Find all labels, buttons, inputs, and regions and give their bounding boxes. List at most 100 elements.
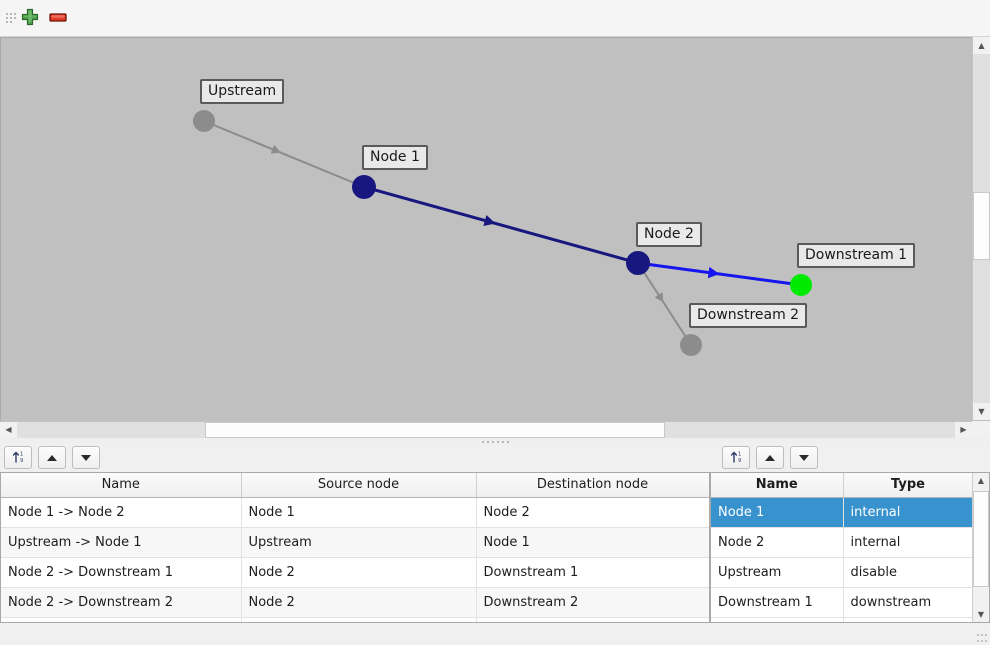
scroll-down-button[interactable]: ▼: [973, 403, 990, 420]
graph-node-downstream2[interactable]: [680, 334, 702, 356]
graph-edge-node2-downstream2[interactable]: [637, 262, 692, 346]
edges-cell-0[interactable]: Node 2 -> Downstream 2: [1, 587, 242, 618]
edges-cell-2[interactable]: Downstream 1: [476, 557, 709, 588]
triangle-up-icon: [765, 454, 775, 461]
splitter-grip-icon: [481, 440, 509, 443]
edges-table-blank-row: [1, 617, 709, 622]
add-button[interactable]: [16, 4, 44, 32]
nodes-cell-1[interactable]: disable: [843, 557, 974, 588]
hscroll-track-left[interactable]: [17, 422, 205, 438]
main-toolbar: [0, 0, 990, 37]
nodes-cell-0[interactable]: Node 1: [711, 497, 844, 528]
edges-header-col-2[interactable]: Destination node: [476, 473, 709, 498]
nodes-header-col-0[interactable]: Name: [711, 473, 844, 498]
canvas-vertical-scrollbar[interactable]: ▲ ▼: [972, 37, 990, 420]
nodes-cell-1[interactable]: internal: [843, 527, 974, 558]
edge-arrowhead-upstream-node1: [270, 144, 281, 154]
hscroll-thumb[interactable]: [205, 422, 665, 438]
nodes-vertical-scrollbar[interactable]: ▲ ▼: [972, 473, 989, 622]
nodes-cell-0[interactable]: Upstream: [711, 557, 844, 588]
nodes-panel-toolbar: 1 9: [710, 443, 990, 472]
edges-cell-2[interactable]: Node 2: [476, 497, 709, 528]
scroll-right-button[interactable]: ▶: [955, 422, 972, 438]
nodes-sort-button[interactable]: 1 9: [722, 446, 750, 469]
graph-node-upstream[interactable]: [193, 110, 215, 132]
horizontal-splitter[interactable]: [0, 438, 990, 445]
node-label-upstream[interactable]: Upstream: [200, 79, 285, 104]
edges-cell-1[interactable]: Node 1: [241, 497, 477, 528]
nodes-scroll-down-button[interactable]: ▼: [973, 607, 989, 622]
node-label-downstream2[interactable]: Downstream 2: [689, 303, 808, 328]
edges-blank-cell-0: [1, 617, 242, 622]
graph-svg: [193, 110, 812, 356]
edges-header-col-0[interactable]: Name: [1, 473, 242, 498]
svg-text:9: 9: [738, 458, 741, 464]
chevron-up-icon: ▲: [977, 475, 985, 485]
edges-cell-0[interactable]: Upstream -> Node 1: [1, 527, 242, 558]
edges-sort-button[interactable]: 1 9: [4, 446, 32, 469]
nodes-cell-1[interactable]: downstream: [843, 587, 974, 618]
remove-button[interactable]: [44, 4, 72, 32]
graph-edge-node1-node2[interactable]: [363, 185, 639, 265]
nodes-scroll-up-button[interactable]: ▲: [973, 473, 989, 488]
edges-cell-0[interactable]: Node 1 -> Node 2: [1, 497, 242, 528]
nodes-blank-cell-0: [711, 617, 844, 622]
edges-cell-2[interactable]: Node 1: [476, 527, 709, 558]
nodes-cell-0[interactable]: Downstream 1: [711, 587, 844, 618]
green-plus-icon: [20, 7, 40, 30]
canvas-horizontal-scrollbar[interactable]: ◀ ▶: [0, 421, 972, 438]
nodes-header-col-1[interactable]: Type: [843, 473, 974, 498]
edges-cell-1[interactable]: Node 2: [241, 557, 477, 588]
graph-node-downstream1[interactable]: [790, 274, 812, 296]
sort-ascending-icon: 1 9: [11, 449, 26, 467]
status-area: [0, 623, 990, 645]
graph-node-node2[interactable]: [626, 251, 650, 275]
graph-edge-upstream-node1[interactable]: [203, 120, 365, 188]
window-resize-grip[interactable]: [977, 632, 987, 642]
vscroll-track-upper[interactable]: [973, 54, 990, 192]
node-label-node2[interactable]: Node 2: [636, 222, 702, 247]
vscroll-track-lower[interactable]: [973, 260, 990, 403]
chevron-left-icon: ◀: [5, 425, 12, 434]
nodes-vscroll-thumb[interactable]: [973, 491, 989, 587]
chevron-right-icon: ▶: [960, 425, 967, 434]
edges-move-up-button[interactable]: [38, 446, 66, 469]
scroll-left-button[interactable]: ◀: [0, 422, 17, 438]
edges-cell-1[interactable]: Node 2: [241, 587, 477, 618]
edges-cell-1[interactable]: Upstream: [241, 527, 477, 558]
nodes-move-up-button[interactable]: [756, 446, 784, 469]
edges-cell-0[interactable]: Node 2 -> Downstream 1: [1, 557, 242, 588]
svg-text:1: 1: [738, 451, 741, 457]
vscroll-thumb[interactable]: [973, 192, 990, 260]
svg-text:1: 1: [20, 451, 23, 457]
edges-panel-toolbar: 1 9: [0, 443, 710, 472]
toolbar-drag-handle[interactable]: [4, 7, 16, 29]
graph-edge-node2-downstream1[interactable]: [637, 261, 802, 287]
node-label-node1[interactable]: Node 1: [362, 145, 428, 170]
nodes-cell-1[interactable]: internal: [843, 497, 974, 528]
edges-move-down-button[interactable]: [72, 446, 100, 469]
edges-header-col-1[interactable]: Source node: [241, 473, 477, 498]
nodes-cell-0[interactable]: Node 2: [711, 527, 844, 558]
graph-node-node1[interactable]: [352, 175, 376, 199]
edges-cell-2[interactable]: Downstream 2: [476, 587, 709, 618]
node-label-downstream1[interactable]: Downstream 1: [797, 243, 916, 268]
scroll-up-button[interactable]: ▲: [973, 37, 990, 54]
hscroll-track-right[interactable]: [665, 422, 955, 438]
nodes-move-down-button[interactable]: [790, 446, 818, 469]
